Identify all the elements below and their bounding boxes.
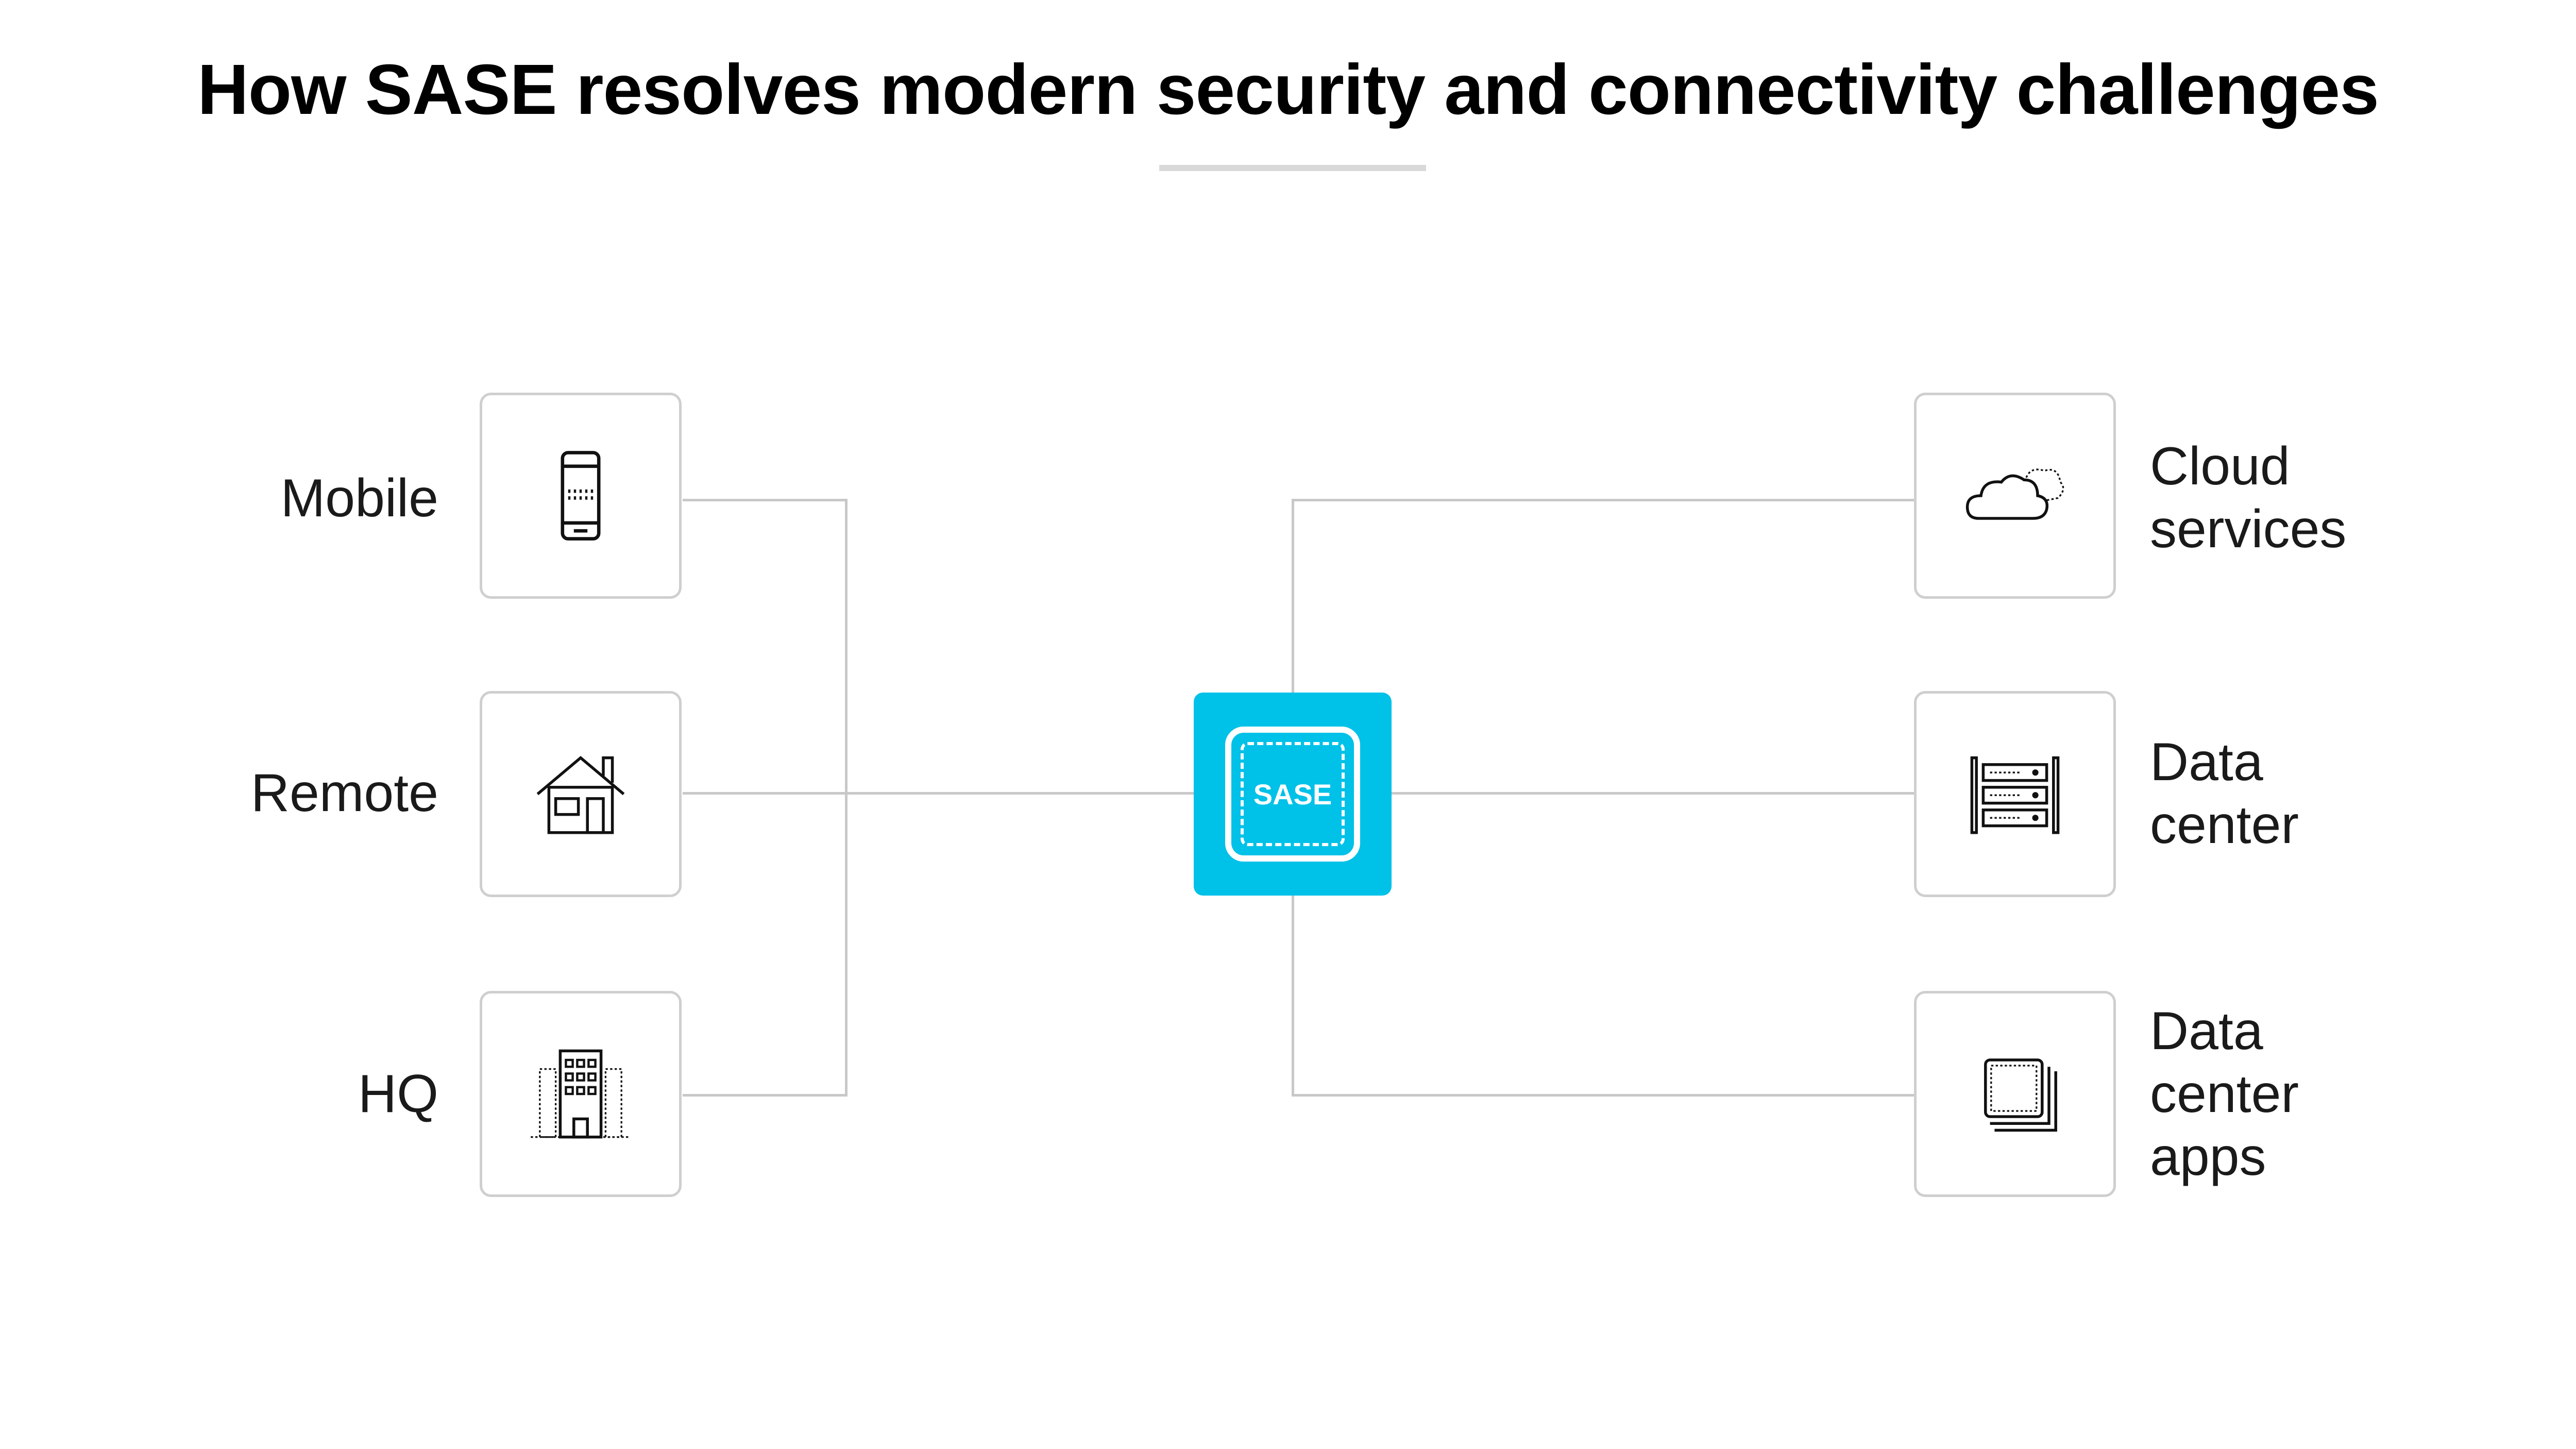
label-line: apps [2150, 1127, 2266, 1187]
node-data-center [1914, 691, 2116, 897]
label-line: center [2150, 1064, 2299, 1124]
app-window-stack-icon [1984, 1058, 2057, 1132]
node-mobile [480, 393, 682, 599]
house-icon [536, 756, 625, 834]
title-underline [1159, 165, 1426, 171]
node-cloud-services [1914, 393, 2116, 599]
connector-remote [683, 792, 1194, 795]
node-label-mobile: Mobile [280, 468, 438, 528]
node-hq [480, 991, 682, 1197]
node-label-data-center-apps: Data center apps [2150, 1000, 2299, 1188]
node-remote [480, 691, 682, 897]
connector-left-trunk [845, 499, 848, 1097]
connector-dc-apps [1292, 1094, 1914, 1097]
connector-cloud [1292, 499, 1914, 501]
label-line: Cloud [2150, 436, 2290, 496]
connector-datacenter [1392, 792, 1914, 795]
connector-mobile [683, 499, 848, 501]
server-rack-icon [1970, 756, 2060, 834]
office-building-icon [531, 1049, 631, 1139]
label-line: center [2150, 795, 2299, 855]
sase-hub: SASE [1194, 693, 1392, 896]
node-label-remote: Remote [250, 763, 438, 823]
label-line: services [2150, 499, 2347, 559]
connector-right-trunk-bottom [1292, 896, 1294, 1097]
cloud-icon [1965, 468, 2064, 520]
label-line: Data [2150, 1001, 2263, 1061]
node-data-center-apps [1914, 991, 2116, 1197]
connector-hq [683, 1094, 848, 1097]
node-label-data-center: Data center [2150, 731, 2299, 856]
node-label-cloud-services: Cloud services [2150, 435, 2346, 561]
connector-right-trunk-top [1292, 499, 1294, 693]
mobile-phone-icon [561, 451, 601, 541]
sase-chip-icon: SASE [1225, 727, 1360, 862]
page-title: How SASE resolves modern security and co… [197, 50, 2379, 129]
node-label-hq: HQ [358, 1064, 438, 1124]
label-line: Data [2150, 732, 2263, 792]
sase-label: SASE [1253, 778, 1332, 811]
